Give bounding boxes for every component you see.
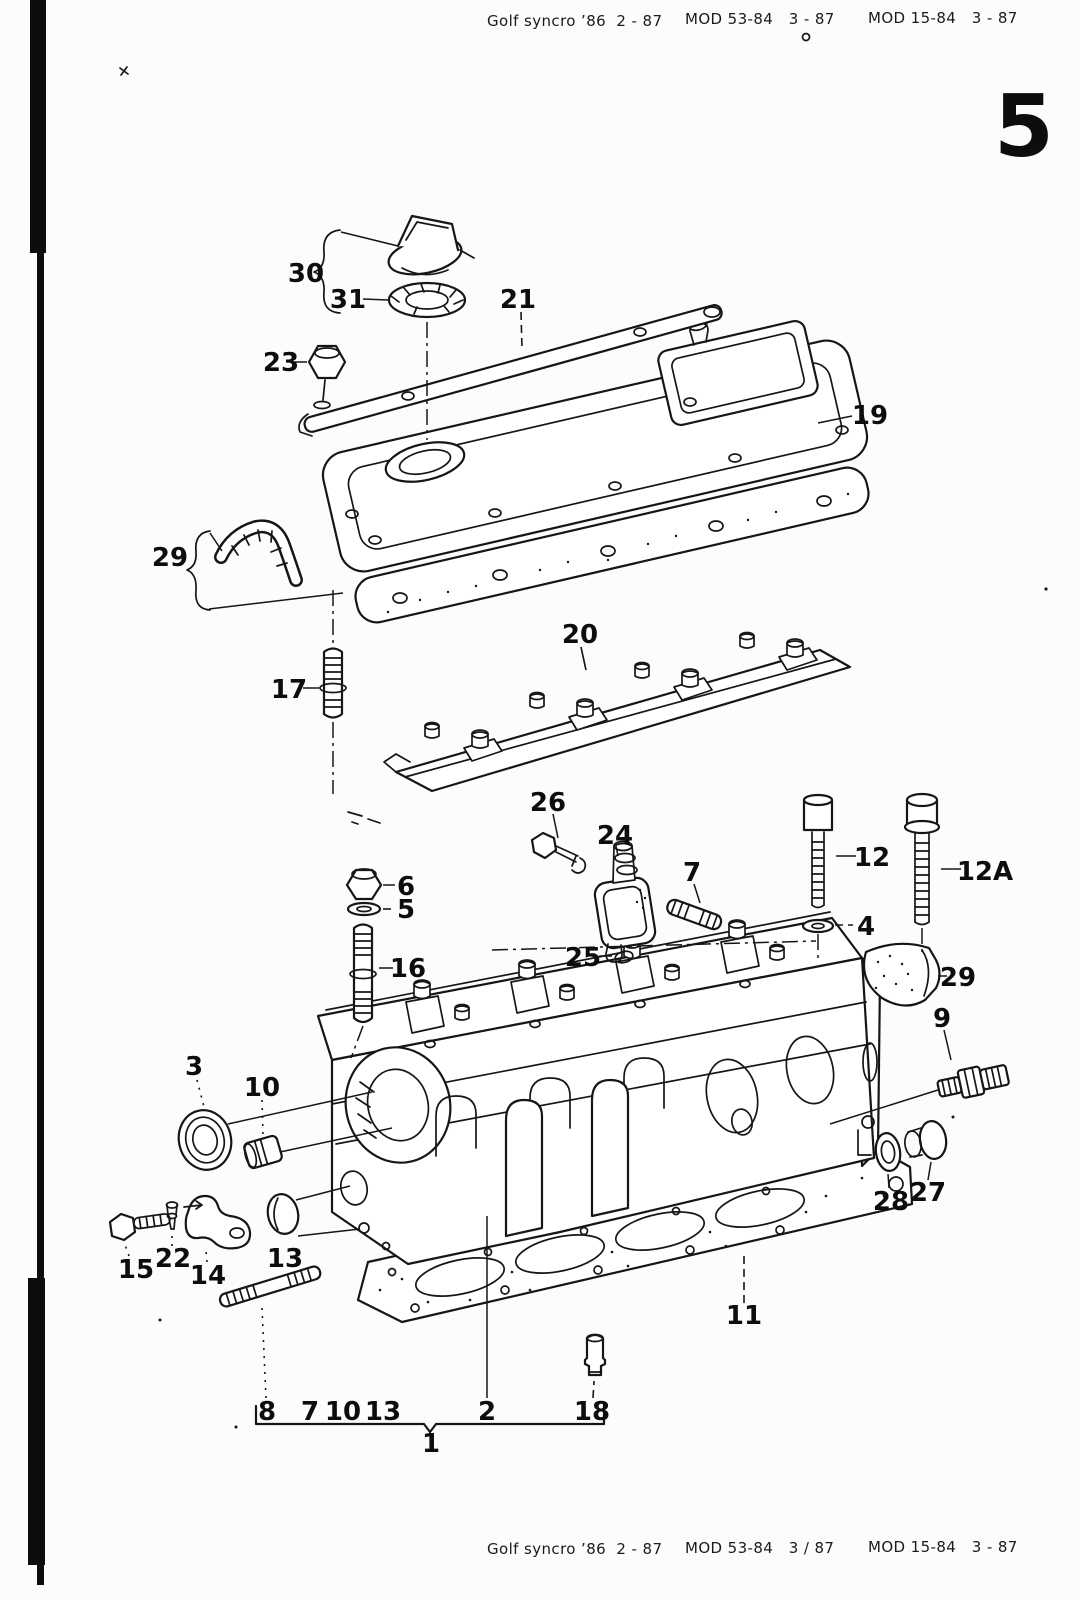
leader-lines (123, 311, 853, 1399)
brace-29-left (186, 530, 344, 611)
callout-17: 17 (271, 675, 307, 705)
brace-30-31 (313, 229, 399, 314)
callout-9: 9 (933, 1004, 951, 1034)
callout-28: 28 (873, 1187, 909, 1217)
callouts: 30 31 23 21 19 29 17 20 26 24 6 5 16 25 … (118, 259, 1013, 1459)
pin-22 (165, 1201, 179, 1230)
fitting-9 (829, 1029, 1010, 1125)
callout-29-right: 29 (940, 963, 976, 993)
camshaft-bore (344, 1046, 452, 1164)
stud-8 (218, 1265, 322, 1308)
binding-bar (28, 0, 46, 1585)
cover-cap-29 (862, 942, 947, 1007)
callout-bottom-13: 13 (365, 1397, 401, 1427)
nut-23 (295, 344, 347, 410)
callout-16: 16 (390, 954, 426, 984)
cap-nut-6 (345, 868, 395, 901)
dowel-10 (243, 1134, 283, 1170)
cap-seal-ring (387, 281, 467, 319)
bracket-14 (183, 1194, 252, 1250)
cap-speckles (874, 954, 914, 992)
stud-17 (303, 647, 347, 719)
callout-20: 20 (562, 620, 598, 650)
breather-box (657, 318, 819, 427)
callout-30: 30 (288, 259, 324, 289)
baffle-plate (383, 631, 852, 793)
callout-23: 23 (263, 348, 299, 378)
section-number: 5 (994, 77, 1054, 177)
bottom-bracket (254, 1404, 606, 1434)
cylinder-head (316, 911, 882, 1266)
o-ring-25 (599, 950, 634, 964)
callout-bottom-18: 18 (574, 1397, 610, 1427)
callout-26: 26 (530, 788, 566, 818)
header-model-range: Golf syncro ’86 2 - 87 (487, 12, 663, 30)
gasket-strip-21 (298, 304, 723, 437)
valve-cover-gasket (354, 466, 870, 624)
washer-4 (801, 918, 853, 934)
callout-5: 5 (397, 895, 415, 925)
callout-27: 27 (910, 1178, 946, 1208)
centerlines (332, 322, 923, 1059)
callout-12a: 12A (957, 857, 1013, 887)
cover-hose-stub (612, 840, 638, 884)
callout-bottom-2: 2 (478, 1397, 496, 1427)
breather-hose (214, 519, 303, 587)
callout-assembly-1: 1 (422, 1429, 440, 1459)
bolt-15 (108, 1212, 171, 1242)
header-mod-a: MOD 53-84 3 - 87 (685, 10, 835, 28)
plate-cap-nuts (424, 631, 818, 762)
header-mod-b: MOD 15-84 3 - 87 (868, 9, 1018, 27)
stud-16 (349, 923, 393, 1024)
callout-21: 21 (500, 285, 536, 315)
oil-filler-cap (387, 214, 475, 276)
callout-bottom-10: 10 (325, 1397, 361, 1427)
filler-neck (384, 441, 466, 483)
footer-mod-b: MOD 15-84 3 - 87 (868, 1538, 1018, 1556)
callout-13: 13 (267, 1244, 303, 1274)
callout-19: 19 (852, 401, 888, 431)
camshaft-seal-3 (177, 1109, 233, 1171)
callout-bottom-8: 8 (258, 1397, 276, 1427)
cam-towers (405, 919, 785, 1034)
callout-29-left: 29 (152, 543, 188, 573)
gasket-speckles (378, 1176, 886, 1304)
head-bolt-12 (802, 793, 856, 909)
scan-noise (119, 32, 1048, 1429)
callout-10: 10 (244, 1073, 280, 1103)
callout-31: 31 (330, 285, 366, 315)
cover-gasket-speckles (386, 492, 850, 614)
callout-14: 14 (190, 1261, 226, 1291)
core-plug-13 (266, 1193, 300, 1235)
callout-7: 7 (683, 858, 701, 888)
footer-model-range: Golf syncro ’86 2 - 87 (487, 1540, 663, 1558)
footer-mod-a: MOD 53-84 3 / 87 (685, 1539, 835, 1557)
callout-24: 24 (597, 821, 633, 851)
stud-7 (666, 883, 723, 931)
banjo-bolt (530, 813, 587, 874)
seal-ring-28 (857, 1129, 902, 1189)
callout-25: 25 (565, 943, 601, 973)
plug-27 (904, 1119, 948, 1181)
callout-15: 15 (118, 1255, 154, 1285)
valve-guide-18 (583, 1333, 607, 1377)
end-cover (593, 840, 657, 963)
callout-4: 4 (857, 912, 875, 942)
callout-11: 11 (726, 1301, 762, 1331)
callout-3: 3 (185, 1052, 203, 1082)
callout-22: 22 (155, 1244, 191, 1274)
callout-6: 6 (397, 872, 415, 902)
washer-5 (346, 901, 396, 917)
callout-bottom-7: 7 (301, 1397, 319, 1427)
valve-cover (321, 318, 869, 573)
head-bolt-12a (903, 792, 961, 926)
callout-12: 12 (854, 843, 890, 873)
